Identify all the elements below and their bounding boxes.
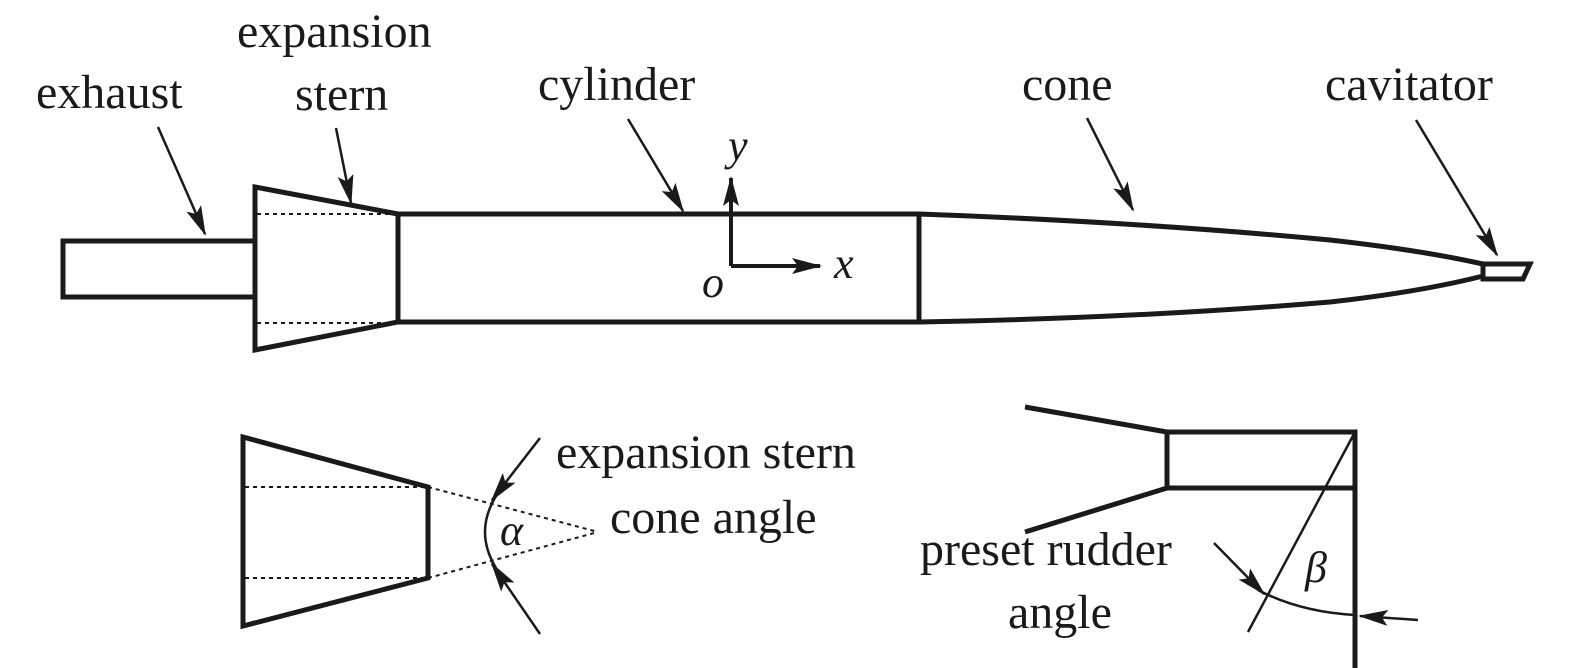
cylinder-label: cylinder bbox=[538, 58, 695, 111]
rudder-label-line2: angle bbox=[1008, 586, 1112, 639]
cone-leader bbox=[1085, 117, 1135, 212]
axis-y-label: y bbox=[724, 121, 748, 170]
top-labels: exhaust expansion stern cylinder cone ca… bbox=[36, 5, 1499, 257]
expansion-stern-label-line2: stern bbox=[295, 68, 388, 121]
exhaust-pipe bbox=[60, 238, 258, 300]
cavitator-leader bbox=[1414, 119, 1499, 257]
cone-extension-bottom bbox=[427, 531, 599, 579]
exhaust-label: exhaust bbox=[36, 66, 183, 119]
beta-arrow-left bbox=[1213, 542, 1266, 596]
cone-angle-label-line1: expansion stern bbox=[556, 426, 856, 479]
alpha-symbol: α bbox=[500, 506, 524, 555]
exhaust-leader bbox=[156, 126, 207, 236]
expansion-stern-label-line1: expansion bbox=[237, 5, 432, 58]
rudder-angle-detail: β preset rudder angle bbox=[920, 404, 1419, 668]
beta-arrow-right bbox=[1358, 609, 1419, 626]
cone-angle-label-line2: cone angle bbox=[610, 491, 817, 544]
cavitator-shape bbox=[1480, 261, 1534, 282]
coordinate-axes: y x o bbox=[702, 121, 854, 307]
cavitator-label: cavitator bbox=[1325, 58, 1493, 111]
vehicle-body bbox=[60, 183, 1534, 354]
rudder-body-bottom bbox=[1024, 485, 1168, 535]
cone-label: cone bbox=[1022, 58, 1113, 111]
cone-extension-top bbox=[427, 486, 599, 533]
rudder-slant-line bbox=[1246, 431, 1357, 633]
stern-cone-angle-detail: α expansion stern cone angle bbox=[240, 426, 856, 635]
cylinder-leader bbox=[626, 118, 685, 213]
cylinder-shape bbox=[395, 211, 922, 325]
beta-symbol: β bbox=[1304, 543, 1327, 592]
rudder-label-line1: preset rudder bbox=[920, 523, 1172, 576]
expansion-stern-shape bbox=[252, 183, 401, 354]
axis-x-label: x bbox=[833, 239, 854, 288]
rudder-block bbox=[1164, 429, 1358, 491]
expansion-stern-leader bbox=[334, 127, 354, 205]
alpha-arrow-bottom bbox=[490, 562, 542, 635]
axis-origin-label: o bbox=[702, 258, 724, 307]
rudder-body-top bbox=[1024, 404, 1168, 435]
beta-arc bbox=[1257, 588, 1356, 617]
alpha-arc bbox=[483, 495, 498, 569]
cone-shape bbox=[918, 211, 1486, 325]
alpha-arrow-top bbox=[490, 437, 541, 502]
stern-detail-shape bbox=[240, 433, 431, 630]
